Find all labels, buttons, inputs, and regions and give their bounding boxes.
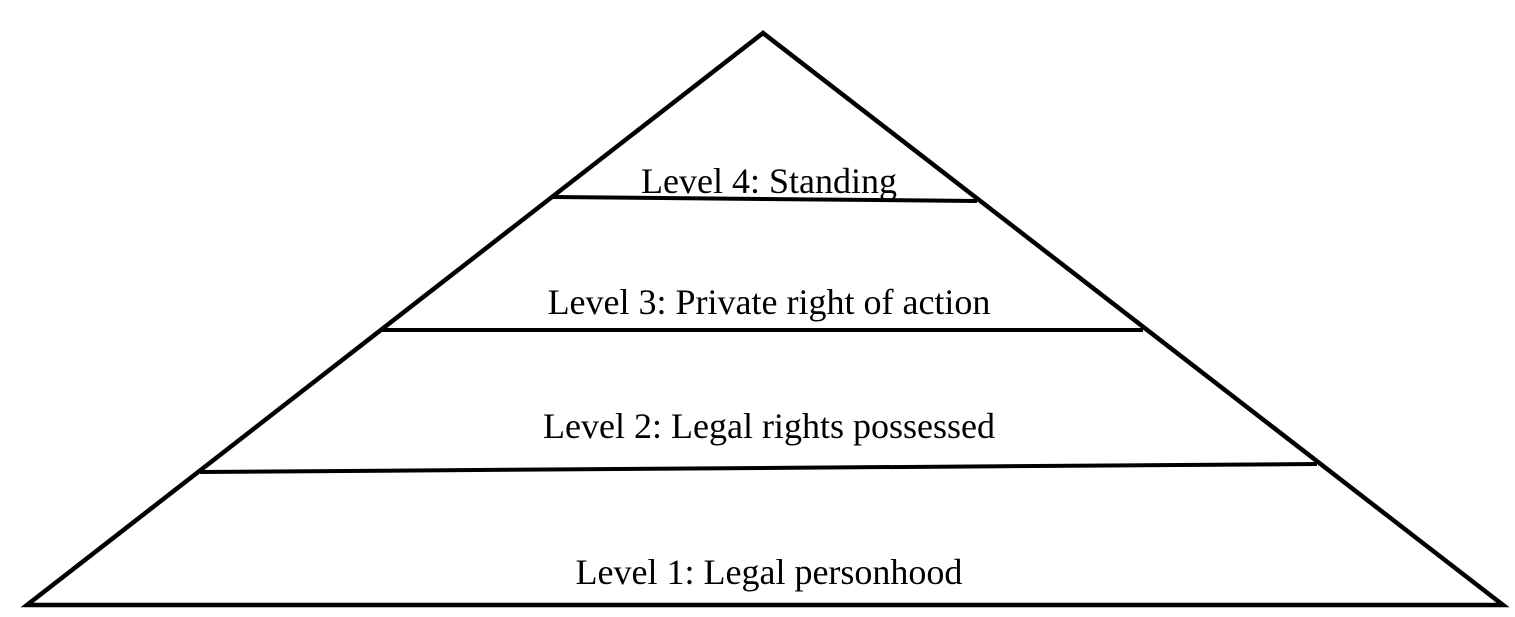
level-1-label: Level 1: Legal personhood bbox=[576, 552, 963, 592]
level-2-label: Level 2: Legal rights possessed bbox=[543, 406, 995, 446]
divider-level-2-1 bbox=[199, 462, 1318, 474]
pyramid-outline bbox=[20, 30, 1510, 608]
divider-level-4-3 bbox=[551, 195, 978, 203]
level-4-label: Level 4: Standing bbox=[641, 161, 897, 201]
level-3-label: Level 3: Private right of action bbox=[548, 282, 991, 322]
